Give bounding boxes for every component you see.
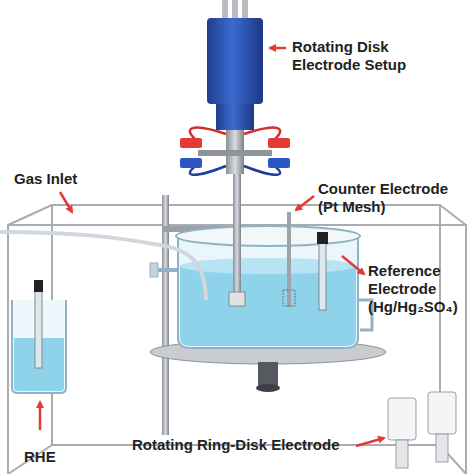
rrde-tips bbox=[388, 392, 456, 468]
brush-contacts bbox=[180, 128, 290, 175]
callout-label: Gas Inlet bbox=[14, 170, 124, 188]
counter-electrode bbox=[287, 212, 291, 307]
reference-electrode bbox=[319, 240, 326, 310]
electrochemical-cell bbox=[150, 226, 372, 348]
callout-label: Reference Electrode (Hg/Hg₂SO₄) bbox=[368, 262, 472, 316]
rde-motor bbox=[198, 0, 272, 174]
callout-label: RHE bbox=[24, 448, 84, 466]
gas-inlet-tube bbox=[0, 232, 206, 300]
leader-arrows bbox=[40, 48, 384, 446]
callout-label: Rotating Ring-Disk Electrode bbox=[132, 436, 352, 454]
rhe-beaker bbox=[12, 280, 66, 393]
rde-shaft bbox=[233, 174, 241, 302]
callout-label: Counter Electrode (Pt Mesh) bbox=[318, 180, 468, 216]
callout-label: Rotating Disk Electrode Setup bbox=[292, 38, 452, 74]
